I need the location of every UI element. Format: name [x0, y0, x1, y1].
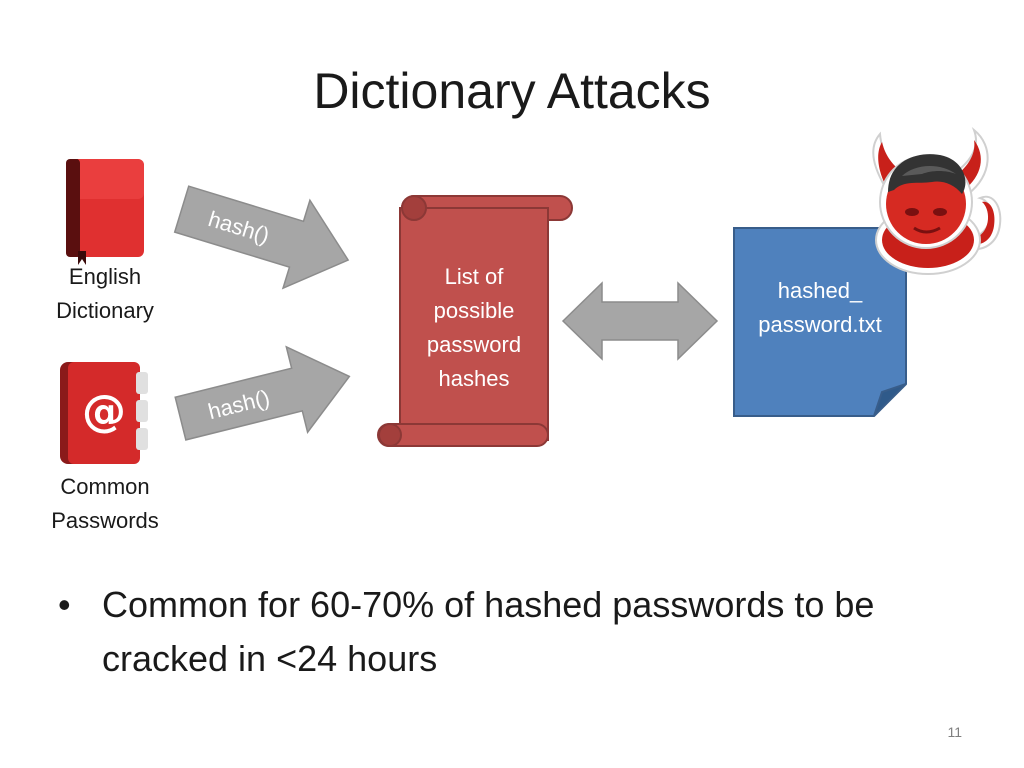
red-book-icon	[66, 159, 144, 265]
scroll-text: List of possible password hashes	[426, 264, 522, 391]
devil-icon	[872, 126, 1002, 275]
compare-double-arrow	[561, 281, 719, 361]
slide-title: Dictionary Attacks	[313, 63, 711, 119]
bullet-text: Common for 60-70% of hashed passwords to…	[102, 584, 875, 679]
svg-text:@: @	[82, 386, 126, 437]
address-book-icon: @	[60, 362, 148, 464]
hash-arrow-bottom: hash()	[174, 345, 351, 441]
hashed-password-file	[733, 227, 907, 417]
hash-arrow-top: hash()	[173, 185, 350, 290]
common-passwords-label: Common Passwords	[51, 474, 159, 533]
english-dictionary-label: English Dictionary	[56, 264, 154, 323]
bullet-symbol: •	[58, 584, 71, 625]
hash-list-scroll	[377, 195, 573, 447]
page-number: 11	[947, 724, 962, 740]
file-text: hashed_ password.txt	[758, 278, 882, 337]
